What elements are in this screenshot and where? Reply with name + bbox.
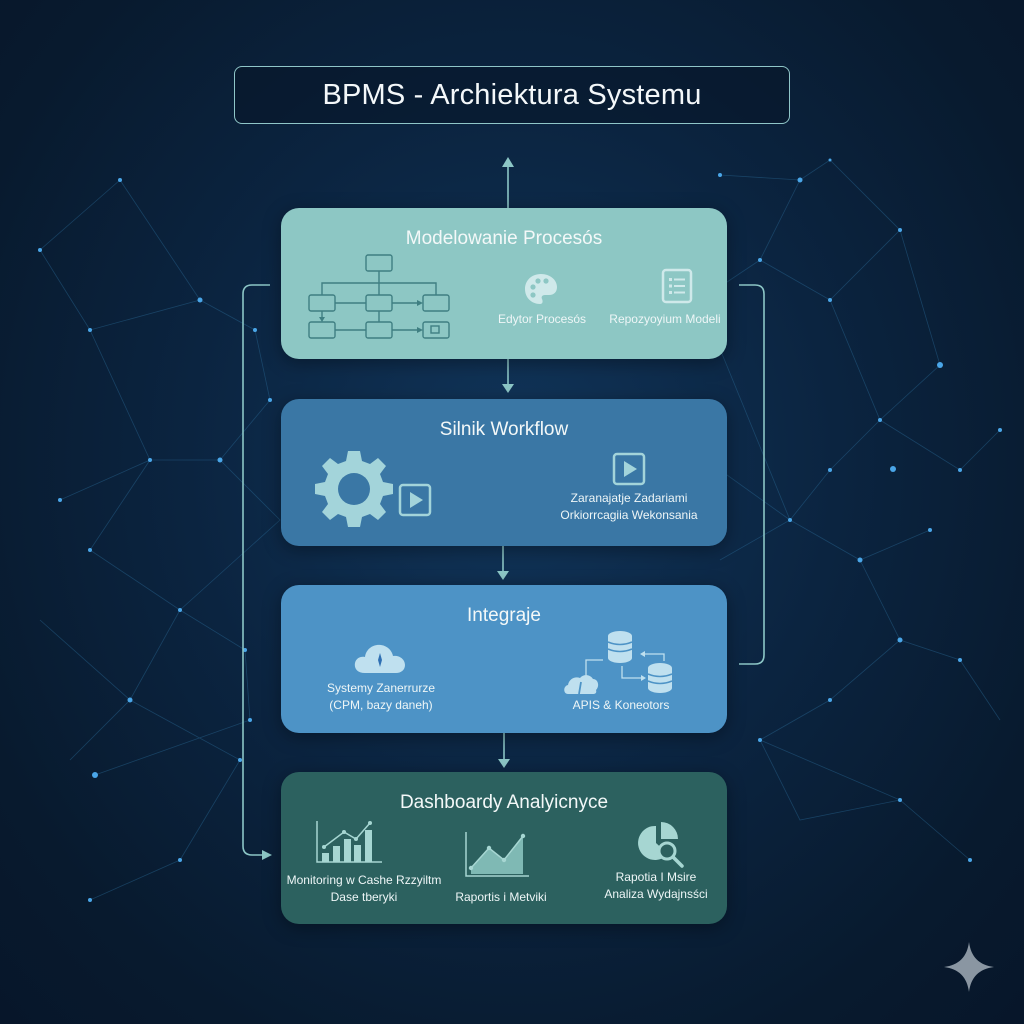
- pie-magnifier-icon: [638, 822, 684, 868]
- layer-title: Modelowanie Procesós: [405, 228, 603, 249]
- area-chart-icon: [465, 832, 529, 877]
- play-icon: [612, 452, 646, 486]
- realtime-monitoring-detail-label: Dase tberyki: [330, 890, 398, 904]
- title-box: BPMS - Archiektura Systemu: [234, 66, 790, 124]
- palette-icon: [525, 274, 557, 304]
- apis-connectors-label: APIS & Koneotors: [572, 698, 670, 712]
- arrow-up-head: [502, 157, 514, 167]
- database-icon: [648, 663, 672, 693]
- execution-orchestration-label: Orkiorrcagiia Wekonsania: [560, 508, 698, 522]
- layer-process-modeling[interactable]: Modelowanie Procesós: [281, 208, 727, 359]
- sparkle-icon: [944, 942, 994, 992]
- enterprise-systems-detail-label: (CPM, bazy daneh): [329, 698, 433, 712]
- gear-icon: [315, 451, 393, 527]
- performance-analysis-label-1: Rapotia I Msire: [615, 870, 697, 884]
- play-icon: [398, 483, 432, 517]
- task-management-label: Zaranajatje Zadariami: [570, 491, 688, 505]
- layer-integrations[interactable]: Integraje Systemy Zanerrurze (CPM, bazy …: [281, 585, 727, 733]
- reports-metrics-label: Raportis i Metviki: [455, 890, 547, 904]
- api-connectors-icon: [564, 631, 673, 695]
- performance-analysis-label-2: Analiza Wydajnsści: [604, 887, 708, 901]
- left-loop-arrow-head: [262, 850, 272, 860]
- list-document-icon: [661, 268, 693, 304]
- bar-line-chart-icon: [316, 821, 382, 863]
- arrow-down-head-2: [497, 571, 509, 580]
- layer-title: Integraje: [467, 605, 541, 626]
- diagram-title: BPMS - Archiektura Systemu: [322, 78, 702, 111]
- cloud-icon: [354, 644, 405, 673]
- layer-title: Silnik Workflow: [439, 419, 569, 440]
- process-editor-label: Edytor Procesós: [497, 312, 587, 326]
- layer-analytics-dashboards[interactable]: Dashboardy Analyicnyce Monitoring w Cash…: [281, 772, 727, 924]
- flowchart-icon: [308, 254, 450, 339]
- layer-title: Dashboardy Analyicnyce: [399, 792, 609, 813]
- enterprise-systems-label: Systemy Zanerrurze: [326, 681, 436, 695]
- arrow-down-head-3: [498, 759, 510, 768]
- database-icon: [608, 631, 632, 663]
- model-repository-label: Repozyoyium Modeli: [609, 312, 721, 326]
- realtime-monitoring-label: Monitoring w Cashe Rzzyiltm: [286, 873, 442, 887]
- layer-workflow-engine[interactable]: Silnik Workflow Zaranajatje Zadariami Or…: [281, 399, 727, 546]
- right-feedback-loop: [739, 284, 765, 665]
- arrow-down-head-1: [502, 384, 514, 393]
- left-feedback-loop: [242, 284, 270, 856]
